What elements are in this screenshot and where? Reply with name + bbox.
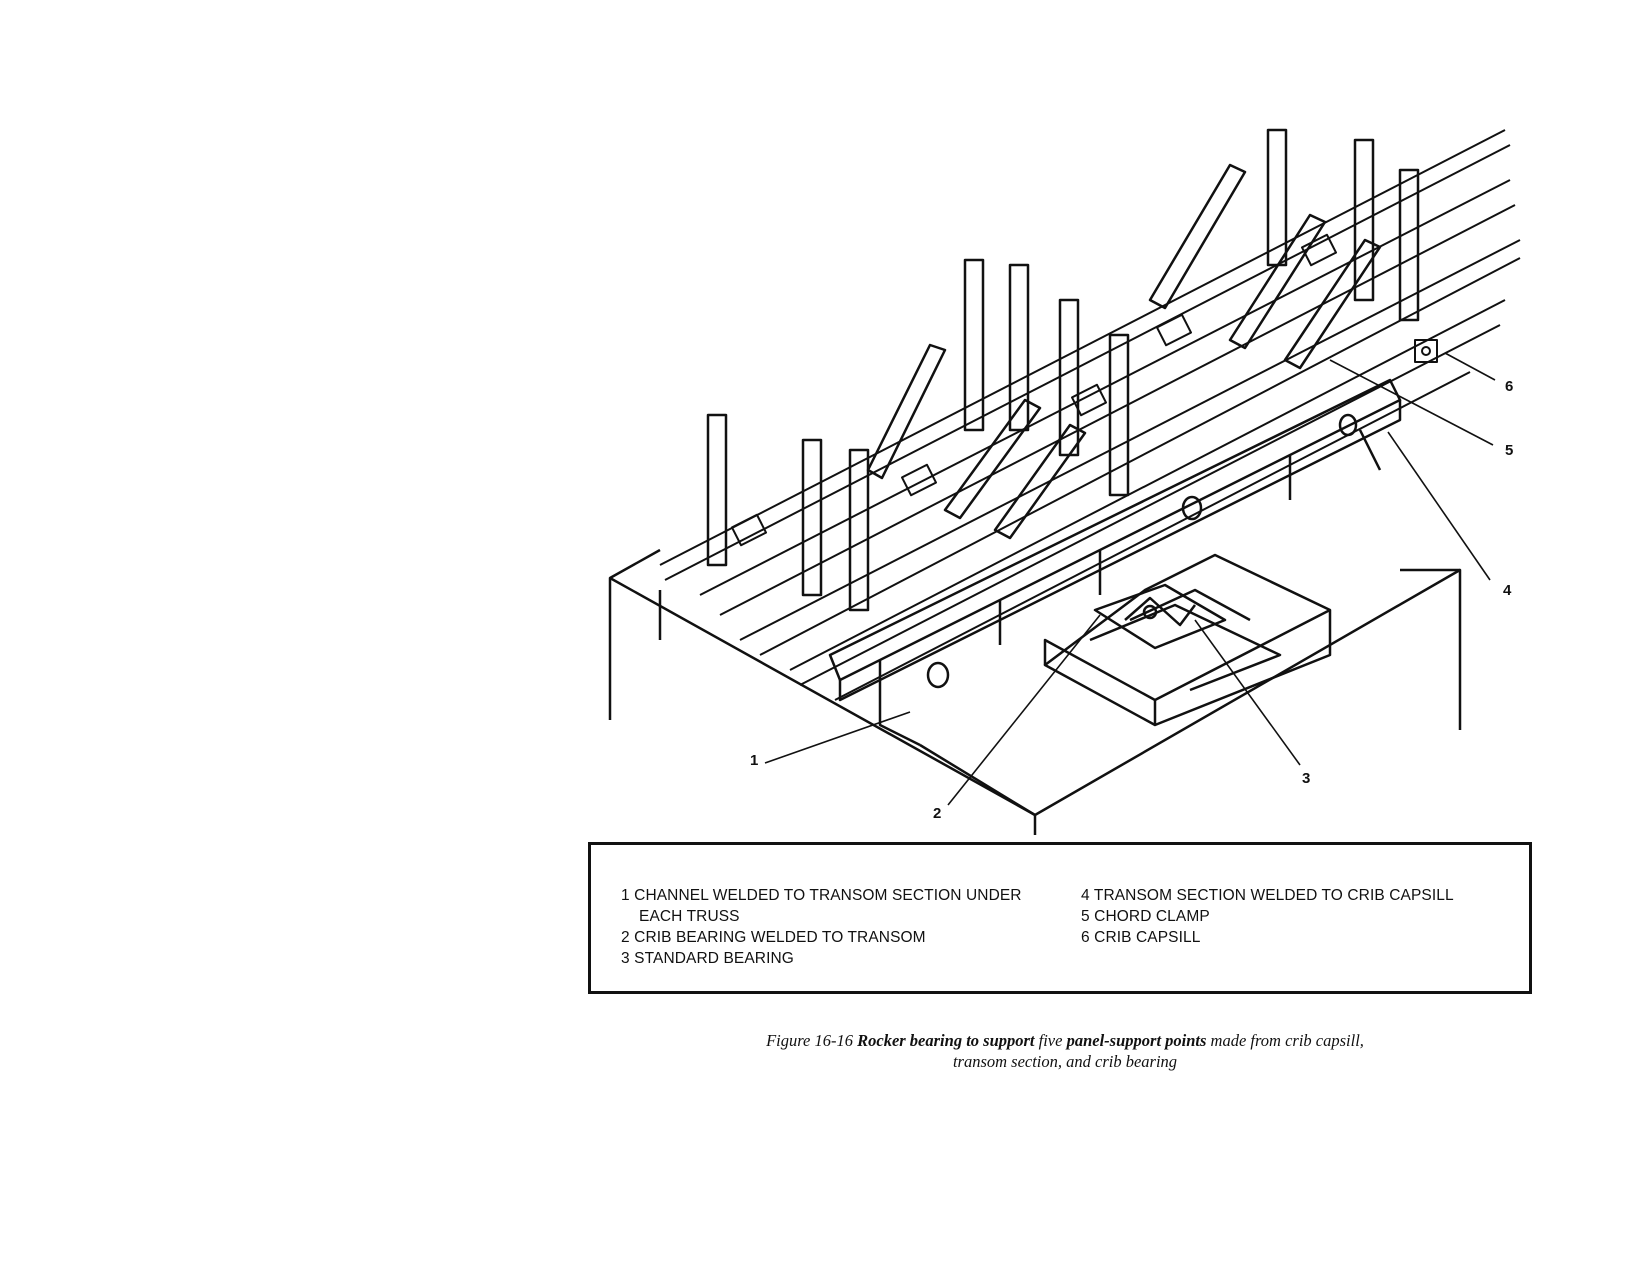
legend-num: 4 — [1081, 887, 1090, 904]
transom-girder — [828, 378, 1402, 747]
truss-verticals — [706, 128, 1420, 612]
legend-num: 5 — [1081, 908, 1090, 925]
caption-line-1: Figure 16-16 Rocker bearing to support f… — [600, 1030, 1530, 1051]
caption-line-2: transom section, and crib bearing — [952, 1052, 1178, 1071]
figure-caption: Figure 16-16 Rocker bearing to support f… — [600, 1030, 1530, 1072]
legend-num: 2 — [621, 929, 630, 946]
caption-bold-1: Rocker bearing to support — [857, 1031, 1035, 1050]
legend-text: CRIB CAPSILL — [1094, 929, 1201, 946]
crib-pad — [1043, 553, 1332, 727]
callout-4: 4 — [1503, 582, 1512, 599]
legend-num: 6 — [1081, 929, 1090, 946]
legend-text: CHANNEL WELDED TO TRANSOM SECTION UNDER — [634, 887, 1022, 904]
legend-num: 1 — [621, 887, 630, 904]
legend-item: 5 CHORD CLAMP — [1081, 906, 1521, 927]
caption-bold-2: panel-support points — [1066, 1031, 1207, 1050]
callout-3: 3 — [1302, 770, 1311, 787]
legend-item: 4 TRANSOM SECTION WELDED TO CRIB CAPSILL — [1081, 885, 1521, 906]
chords — [659, 129, 1521, 701]
legend-left-column: 1 CHANNEL WELDED TO TRANSOM SECTION UNDE… — [621, 885, 1061, 969]
legend-text: CHORD CLAMP — [1094, 908, 1210, 925]
abutment-base — [608, 548, 1462, 835]
callout-1: 1 — [750, 752, 759, 769]
leader-lines — [764, 352, 1496, 806]
legend-text-cont: EACH TRUSS — [639, 908, 740, 925]
legend-item: 1 CHANNEL WELDED TO TRANSOM SECTION UNDE… — [621, 885, 1061, 927]
caption-fig-label: Figure 16-16 — [766, 1031, 853, 1050]
legend-num: 3 — [621, 950, 630, 967]
legend-text: CRIB BEARING WELDED TO TRANSOM — [634, 929, 926, 946]
caption-text-2: five — [1038, 1031, 1063, 1050]
legend-item: 3 STANDARD BEARING — [621, 948, 1061, 969]
legend-item: 6 CRIB CAPSILL — [1081, 927, 1521, 948]
caption-text-4: made from crib capsill, — [1210, 1031, 1364, 1050]
callout-6: 6 — [1505, 378, 1514, 395]
legend-right-column: 4 TRANSOM SECTION WELDED TO CRIB CAPSILL… — [1081, 885, 1521, 948]
callout-2: 2 — [933, 805, 942, 822]
legend-box: 1 CHANNEL WELDED TO TRANSOM SECTION UNDE… — [588, 842, 1532, 994]
truss-diagonals — [866, 163, 1382, 540]
legend-text: TRANSOM SECTION WELDED TO CRIB CAPSILL — [1093, 887, 1454, 904]
chord-clamps — [730, 233, 1438, 547]
legend-text: STANDARD BEARING — [634, 950, 794, 967]
legend-item: 2 CRIB BEARING WELDED TO TRANSOM — [621, 927, 1061, 948]
standard-bearing — [1093, 583, 1227, 650]
callout-5: 5 — [1505, 442, 1514, 459]
